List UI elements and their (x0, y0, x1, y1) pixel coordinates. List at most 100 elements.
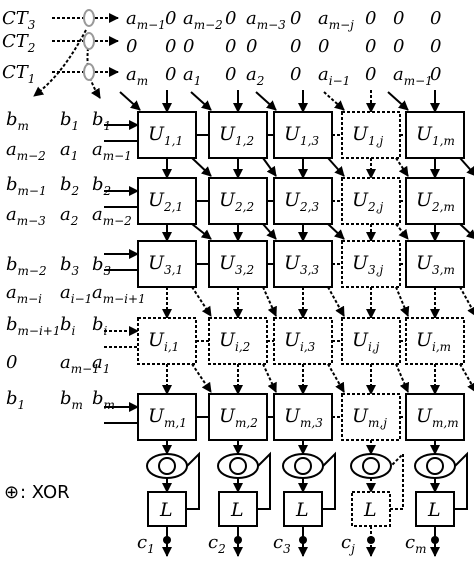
cell-U-box (405, 177, 465, 225)
latch-label: L (230, 499, 244, 521)
xor-symbol-icon (229, 457, 247, 475)
operand-label: am (126, 64, 148, 88)
operand-label: b3 (92, 254, 112, 278)
output-node-dot (163, 536, 171, 544)
cell-U-label: U3,3 (284, 252, 319, 277)
diagonal-link (459, 223, 474, 240)
diagonal-input-arrow (255, 91, 277, 111)
operand-label: bm (92, 388, 115, 412)
operand-label: b2 (60, 174, 79, 198)
latch-box (351, 491, 391, 527)
diagonal-link (395, 223, 409, 240)
cell-U-label: U3,j (352, 252, 383, 277)
operand-label: a2 (246, 64, 264, 88)
operand-label: am−3 (246, 8, 286, 32)
cell-U-box (208, 111, 268, 159)
diagonal-link (191, 223, 212, 240)
feedback-loop (257, 451, 271, 510)
cell-U-label: U2,m (416, 189, 455, 214)
operand-label: am−1 (126, 8, 166, 32)
cell-U-box (341, 177, 401, 225)
output-node-dot (367, 536, 375, 544)
diagonal-link (327, 363, 345, 393)
cell-layer (83, 9, 465, 544)
operand-label: am−2 (6, 139, 46, 163)
cell-U-label: U2,j (352, 189, 383, 214)
operand-label: bm (6, 109, 29, 133)
diagonal-input-arrow (387, 91, 409, 111)
operand-label: 0 (430, 36, 441, 57)
legend-xor-text: : XOR (20, 482, 70, 503)
cell-U-box (405, 317, 465, 365)
output-label: cm (405, 532, 426, 556)
diagonal-link (262, 157, 277, 177)
control-signal-label: CT2 (2, 31, 35, 55)
operand-label: 0 (225, 36, 236, 57)
diagonal-link (262, 223, 277, 240)
operand-label: 0 (165, 36, 176, 57)
operand-label: 0 (318, 36, 329, 57)
operand-label: b2 (92, 174, 111, 198)
cell-U-box (405, 111, 465, 159)
cell-U-box (208, 240, 268, 288)
operand-label: bi (92, 314, 108, 338)
operand-label: 0 (430, 8, 441, 29)
cell-U-box (273, 177, 333, 225)
latch-box (147, 491, 187, 527)
operand-label: 0 (225, 64, 236, 85)
cell-U-box (208, 393, 268, 441)
xor-symbol-icon (158, 457, 176, 475)
output-label: c3 (273, 532, 291, 556)
cell-U-label: Ui,j (352, 329, 380, 354)
operand-label: bm−1 (6, 174, 47, 198)
output-label: cj (341, 532, 355, 556)
cell-U-box (273, 111, 333, 159)
cell-U-box (341, 111, 401, 159)
xor-symbol-icon (294, 457, 312, 475)
cell-U-label: U1,m (416, 123, 455, 148)
cell-U-label: U2,1 (148, 189, 183, 214)
operand-label: 0 (393, 8, 404, 29)
diagonal-link (395, 363, 410, 393)
cell-U-label: U2,2 (219, 189, 254, 214)
diagonal-link (327, 157, 345, 177)
cell-U-label: U2,3 (284, 189, 319, 214)
diagonal-link (459, 157, 474, 177)
cell-U-label: U1,1 (148, 123, 183, 148)
latch-label: L (295, 499, 309, 521)
operand-label: am−2 (183, 8, 223, 32)
operand-label: a2 (60, 204, 78, 228)
xor-legend: ⊕ : XOR (4, 482, 70, 503)
cell-U-box (208, 317, 268, 365)
latch-box (218, 491, 258, 527)
operand-label: am−i (6, 282, 42, 306)
cell-U-label: Ui,3 (284, 329, 316, 354)
cell-U-box (137, 240, 197, 288)
cell-U-label: Um,1 (148, 405, 187, 430)
operand-label: 0 (365, 8, 376, 29)
latch-label: L (159, 499, 173, 521)
operand-label: 0 (165, 8, 176, 29)
mux-select-gate (83, 32, 95, 50)
cell-U-box (341, 317, 401, 365)
xor-symbol-icon (426, 457, 444, 475)
cell-U-box (137, 393, 197, 441)
operand-label: ai−1 (318, 64, 350, 88)
operand-label: b3 (60, 254, 80, 278)
operand-label: 0 (290, 64, 301, 85)
feedback-loop (390, 451, 404, 510)
operand-label: ai−1 (60, 282, 92, 306)
feedback-loop (454, 451, 468, 510)
operand-label: bm (60, 388, 83, 412)
cell-U-label: U3,m (416, 252, 455, 277)
cell-U-box (341, 240, 401, 288)
operand-label: b1 (6, 388, 25, 412)
diagonal-link (262, 286, 277, 317)
diagonal-link (262, 363, 277, 393)
cell-U-box (405, 240, 465, 288)
operand-label: 0 (365, 36, 376, 57)
operand-label: bm−2 (6, 254, 47, 278)
output-node-dot (299, 536, 307, 544)
cell-U-label: Um,j (352, 405, 387, 430)
